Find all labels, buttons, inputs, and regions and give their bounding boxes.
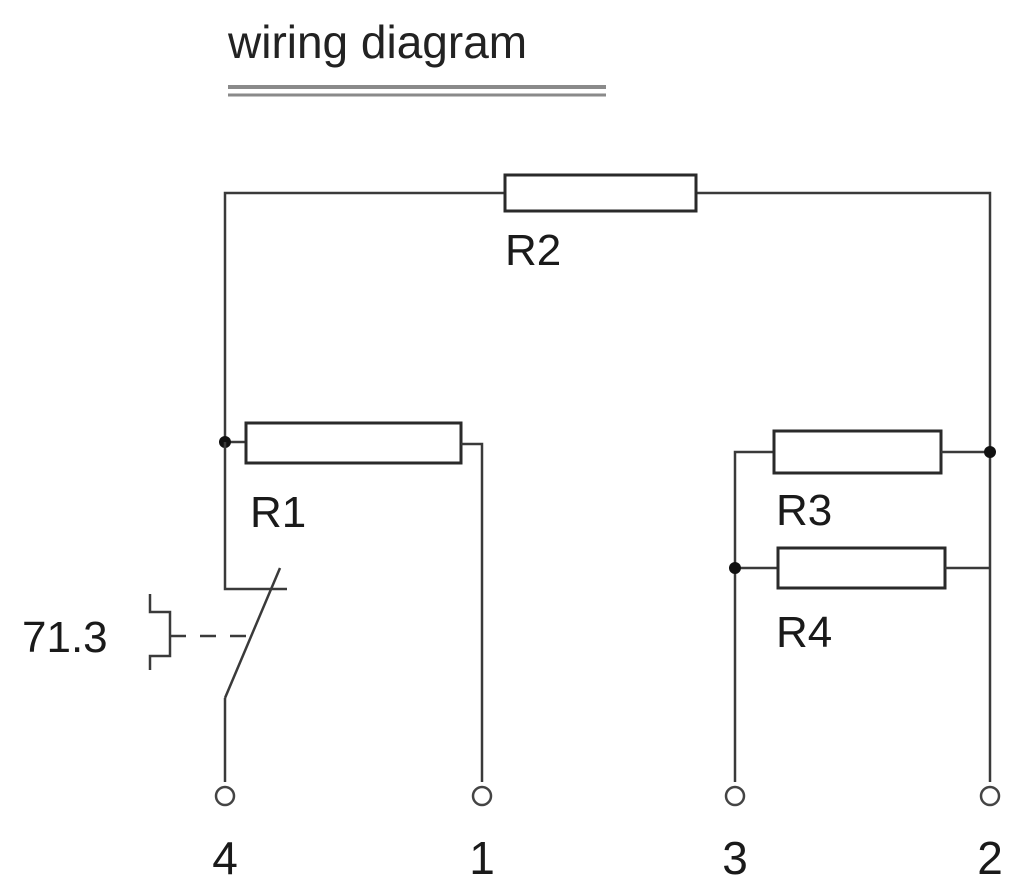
diagram-title: wiring diagram <box>227 16 527 68</box>
terminal-3-label: 3 <box>722 832 748 884</box>
resistor-r2 <box>503 173 698 213</box>
terminal-4-label: 4 <box>212 832 238 884</box>
r3-label: R3 <box>776 486 832 535</box>
thermal-element-icon <box>148 594 172 670</box>
resistor-r4 <box>776 546 947 590</box>
terminal-2-label: 2 <box>977 832 1003 884</box>
r1-label: R1 <box>250 488 306 537</box>
terminal-3-icon <box>724 785 746 807</box>
terminal-2-icon <box>979 785 1001 807</box>
wire-r3-left <box>733 450 774 782</box>
resistor-r3 <box>772 429 943 475</box>
wire-right-top <box>696 191 992 782</box>
thermal-switch-label: 71.3 <box>22 613 108 662</box>
switch-contact <box>223 567 282 699</box>
terminal-1-label: 1 <box>469 832 495 884</box>
terminal-4-icon <box>214 785 236 807</box>
wire-left-top <box>223 191 505 442</box>
wire-switch-top <box>223 442 287 591</box>
junction-r4 <box>729 562 741 574</box>
wire-r1-to-terminal-1 <box>461 442 484 782</box>
resistor-r1 <box>244 421 463 465</box>
junction-r3 <box>984 446 996 458</box>
r2-label: R2 <box>505 226 561 275</box>
terminal-1-icon <box>471 785 493 807</box>
r4-label: R4 <box>776 608 832 657</box>
